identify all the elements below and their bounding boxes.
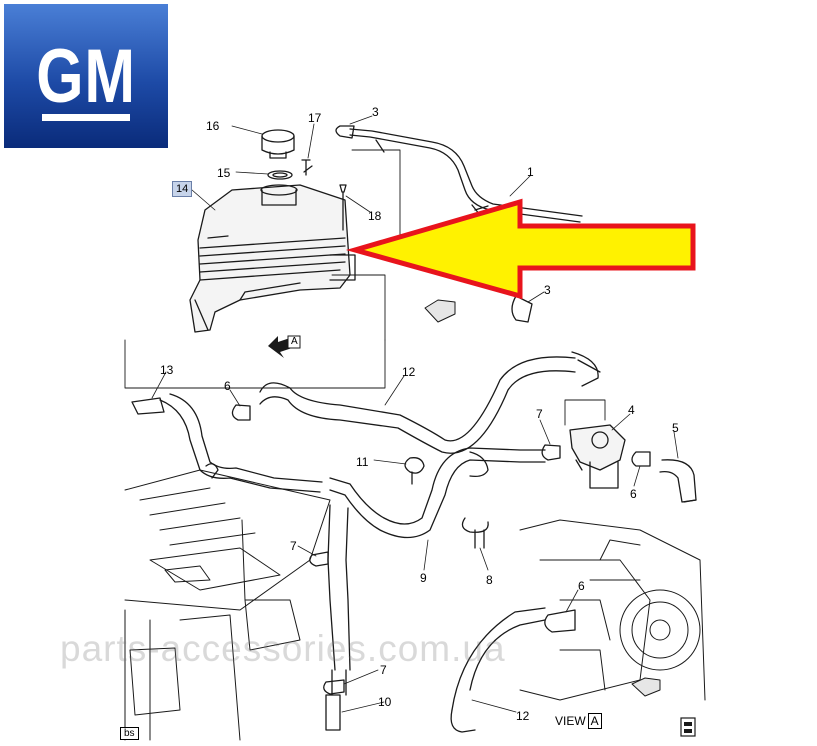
coolant-hose-9 xyxy=(329,447,546,539)
direction-arrow-front xyxy=(424,299,661,697)
clamp-6-lower xyxy=(544,609,576,633)
clamp-11 xyxy=(404,457,425,485)
callout-7-lower: 7 xyxy=(380,663,387,677)
view-a-arrow-letter: A xyxy=(291,336,298,347)
gm-logo-text: GM xyxy=(36,33,136,119)
engine-right xyxy=(519,519,706,701)
reference-icon xyxy=(680,717,696,737)
cap-seal-15 xyxy=(267,170,293,180)
view-label-text: VIEW xyxy=(555,714,586,728)
heater-hose-12-lower xyxy=(450,607,546,733)
callout-13: 13 xyxy=(160,363,174,377)
callout-11: 11 xyxy=(356,455,369,469)
callout-14: 14 xyxy=(172,181,193,197)
callout-3-top: 3 xyxy=(372,105,379,119)
callout-6-upper: 6 xyxy=(224,379,231,393)
watermark: parts-accessories.com.ua xyxy=(60,628,506,669)
callout-4: 4 xyxy=(628,403,635,417)
reservoir-cap-16 xyxy=(261,129,295,159)
callout-8: 8 xyxy=(486,573,493,587)
pin-18 xyxy=(339,184,347,231)
gm-logo-background xyxy=(4,4,168,148)
view-label-letter: A xyxy=(587,713,602,729)
callout-18: 18 xyxy=(368,209,382,223)
clamp-8 xyxy=(461,517,489,549)
clamp-6-right xyxy=(631,451,651,467)
coolant-valve-4 xyxy=(569,424,626,489)
clamp-3-lower xyxy=(511,295,533,323)
callout-6-right: 6 xyxy=(630,487,637,501)
highlight-arrow xyxy=(345,198,696,300)
clamp-6-upper xyxy=(231,404,251,421)
vent-hose-1 xyxy=(335,125,583,223)
coolant-reservoir-14 xyxy=(189,184,356,333)
clamp-7-lower xyxy=(323,679,345,695)
clamp-7-right xyxy=(541,444,561,461)
coolant-hose-10 xyxy=(325,504,351,731)
callout-6-lower: 6 xyxy=(578,579,585,593)
callout-12-upper: 12 xyxy=(402,365,416,379)
clip-17 xyxy=(301,159,313,176)
footer-code: bs xyxy=(120,727,139,740)
engine-block xyxy=(124,469,331,741)
callout-1: 1 xyxy=(527,165,534,179)
callout-12-lower: 12 xyxy=(516,709,530,723)
heater-hose-13 xyxy=(131,393,323,493)
callout-15: 15 xyxy=(217,166,231,180)
cap-seal-inner xyxy=(272,172,288,178)
view-a-arrow xyxy=(268,335,301,358)
callout-7-left: 7 xyxy=(290,539,297,553)
callout-5: 5 xyxy=(672,421,679,435)
callout-17: 17 xyxy=(308,111,322,125)
gm-logo: GM xyxy=(4,4,168,148)
callout-7-right: 7 xyxy=(536,407,543,421)
callout-16: 16 xyxy=(206,119,220,133)
callout-3-lower: 3 xyxy=(544,283,551,297)
callout-10: 10 xyxy=(378,695,392,709)
heater-hose-12 xyxy=(259,351,601,454)
hose-5 xyxy=(659,459,697,503)
callout-9: 9 xyxy=(420,571,427,585)
